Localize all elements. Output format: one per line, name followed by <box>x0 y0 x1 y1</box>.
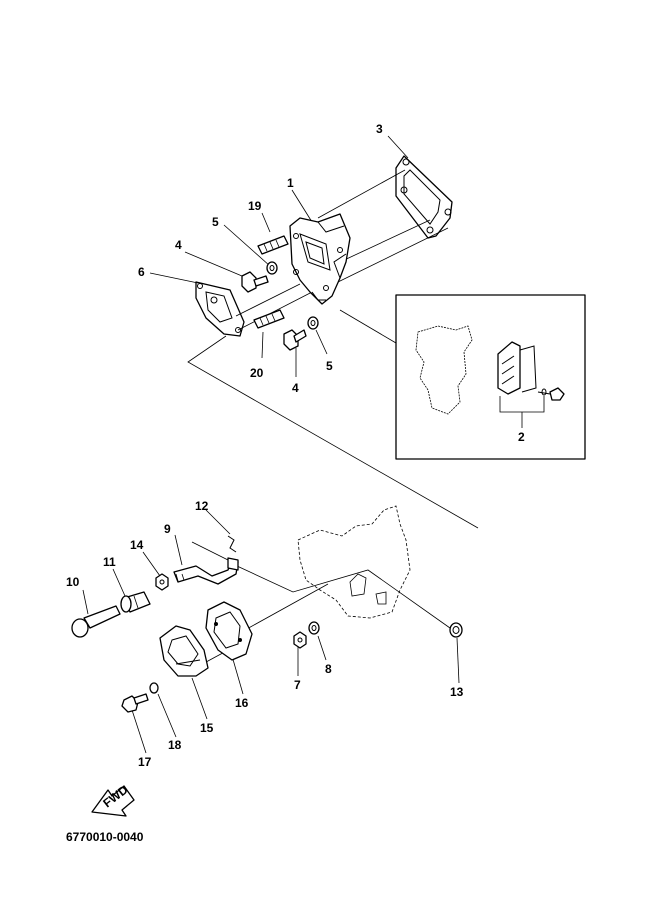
screw-17 <box>121 693 149 713</box>
part-label-4-upper: 4 <box>175 238 182 252</box>
part-label-17: 17 <box>138 755 152 769</box>
bolt-4-upper <box>241 271 269 293</box>
washer-5-upper <box>266 261 278 275</box>
part-label-4-lower: 4 <box>292 381 299 395</box>
part-label-6: 6 <box>138 265 145 279</box>
part-label-18: 18 <box>168 738 182 752</box>
part-label-11: 11 <box>103 555 116 569</box>
gasket-3 <box>395 155 453 239</box>
pipe-9 <box>173 557 239 585</box>
intake-body-1 <box>289 213 351 305</box>
part-label-12: 12 <box>195 499 209 513</box>
part-label-10: 10 <box>66 575 80 589</box>
part-label-9: 9 <box>164 522 171 536</box>
bushing-11 <box>120 591 151 613</box>
part-label-8: 8 <box>325 662 332 676</box>
washer-8 <box>308 621 320 635</box>
part-label-20: 20 <box>250 366 264 380</box>
leader-lines <box>82 135 523 754</box>
part-label-5-upper: 5 <box>212 215 219 229</box>
part-label-1: 1 <box>287 176 294 190</box>
part-label-2: 2 <box>518 430 525 444</box>
part-label-15: 15 <box>200 721 214 735</box>
cover-15 <box>159 625 209 677</box>
bolt-10 <box>71 605 121 638</box>
engine-outline <box>297 505 411 619</box>
part-label-13: 13 <box>450 685 464 699</box>
bolt-4-lower <box>283 329 307 351</box>
stud-19 <box>257 235 289 255</box>
part-label-3: 3 <box>376 122 383 136</box>
stud-20 <box>253 309 285 329</box>
part-label-14: 14 <box>130 538 144 552</box>
part-label-7: 7 <box>294 678 301 692</box>
detail-inset <box>395 294 586 460</box>
drawing-code: 6770010-0040 <box>66 830 144 844</box>
part-label-16: 16 <box>235 696 249 710</box>
clip-12 <box>227 535 237 553</box>
part-labels: 1 2 3 4 5 6 4 5 7 8 9 10 11 12 13 14 15 … <box>66 122 525 769</box>
part-label-5-lower: 5 <box>326 359 333 373</box>
fwd-arrow-icon: FWD <box>91 782 135 817</box>
part-label-19: 19 <box>248 199 262 213</box>
nut-14 <box>155 573 169 591</box>
nut-7 <box>293 631 307 649</box>
washer-13 <box>449 622 463 638</box>
gasket-6 <box>195 281 245 337</box>
gasket-16 <box>205 601 253 661</box>
washer-18 <box>149 682 159 694</box>
washer-5-lower <box>307 316 319 330</box>
